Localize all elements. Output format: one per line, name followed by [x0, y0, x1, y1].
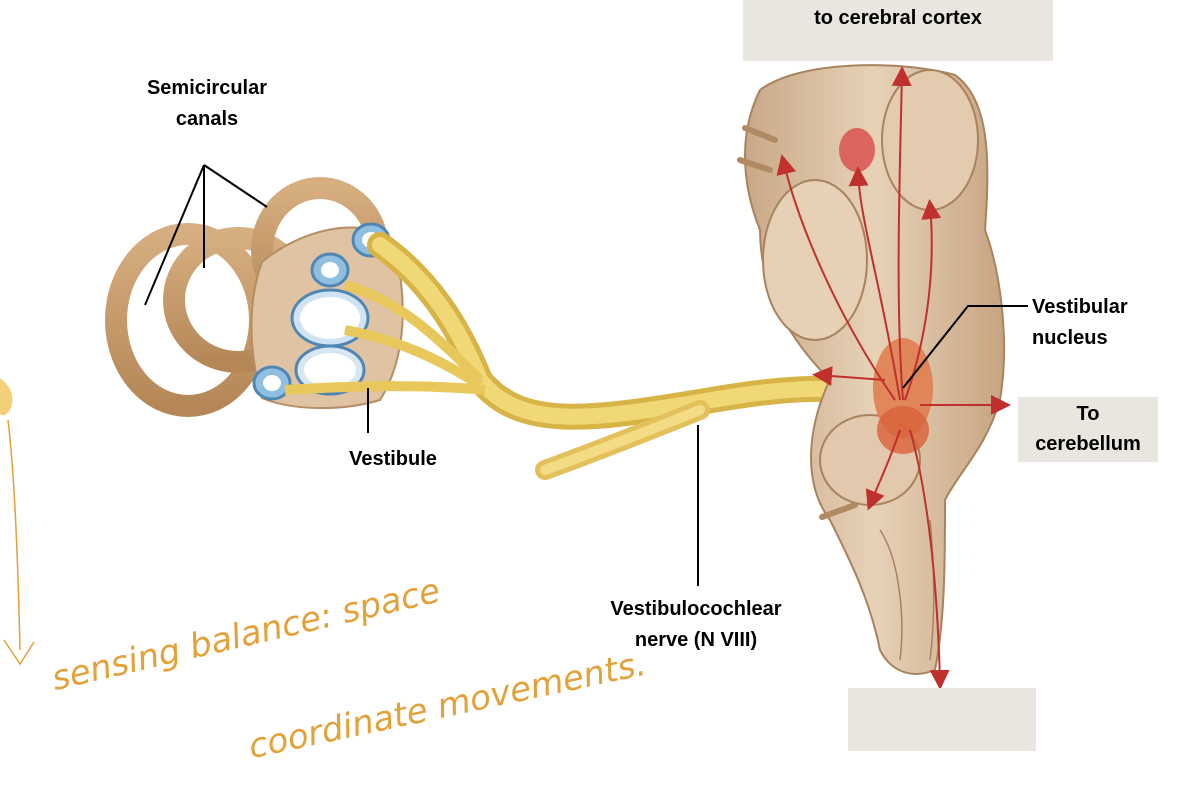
semicircular-canals-label: Semicircular canals: [120, 73, 294, 135]
to-cerebral-cortex-box: to cerebral cortex: [743, 0, 1053, 61]
nerve-label: Vestibulocochlear nerve (N VIII): [556, 594, 836, 656]
inner-ear: [116, 188, 403, 408]
to-cerebellum-label: To cerebellum: [1018, 397, 1158, 459]
vestibule-label: Vestibule: [318, 444, 468, 475]
blank-label-box: [848, 688, 1036, 751]
to-cerebellum-box: To cerebellum: [1018, 397, 1158, 462]
vestibular-nucleus-label: Vestibular nucleus: [1032, 292, 1170, 354]
brainstem: [740, 65, 1004, 674]
margin-annotation-arrow: [0, 378, 34, 664]
to-cerebral-cortex-label: to cerebral cortex: [743, 0, 1053, 36]
